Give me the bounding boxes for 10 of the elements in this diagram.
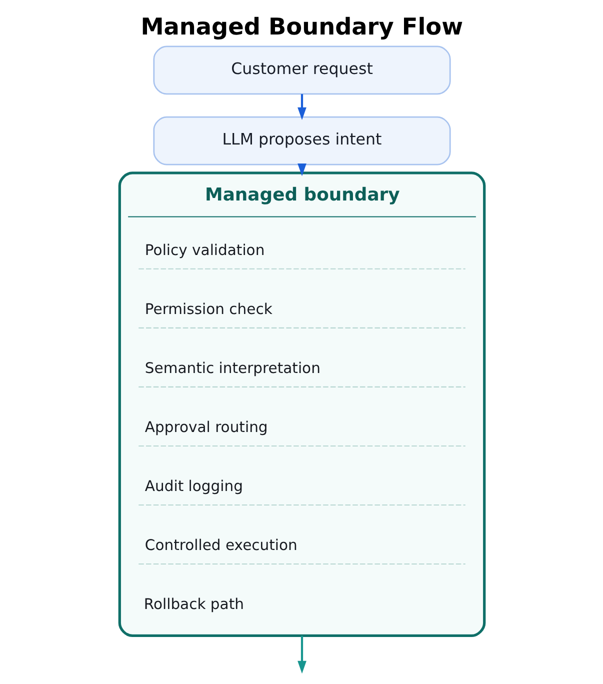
node-text: Rollback path (143, 596, 244, 614)
node-box: Customer request (152, 46, 450, 95)
arrow (297, 94, 306, 120)
node-text: Controlled execution (144, 537, 297, 554)
node-text: Policy validation (144, 242, 264, 259)
diagram-title: Managed Boundary Flow (140, 13, 463, 40)
node-text: Semantic interpretation (144, 360, 320, 377)
node-text: Audit logging (144, 478, 242, 495)
node-text: Approval routing (144, 418, 268, 436)
node-text: Permission check (144, 300, 272, 318)
